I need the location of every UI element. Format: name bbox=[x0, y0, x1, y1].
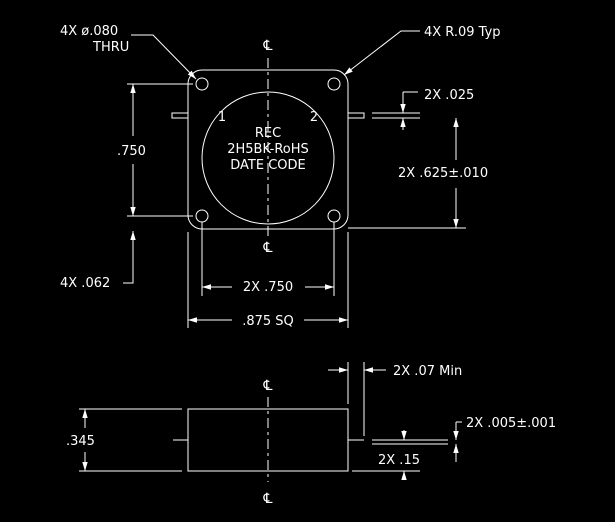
dim-hole-spacing: 2X .750 bbox=[201, 222, 335, 296]
dim-lead-offset: 2X .15 bbox=[352, 430, 420, 480]
pin-2-label: 2 bbox=[310, 110, 318, 125]
svg-text:4X .062: 4X .062 bbox=[60, 276, 110, 291]
svg-text:.875 SQ: .875 SQ bbox=[242, 314, 294, 329]
lead-right bbox=[347, 112, 365, 119]
lead-left bbox=[171, 112, 189, 119]
svg-text:2X .625±.010: 2X .625±.010 bbox=[398, 166, 488, 181]
svg-text:2X .750: 2X .750 bbox=[243, 280, 293, 295]
dim-square: .875 SQ bbox=[187, 232, 349, 329]
dim-pin-spacing: 2X .625±.010 bbox=[398, 118, 488, 228]
svg-text:2X .07 Min: 2X .07 Min bbox=[393, 364, 462, 379]
rec-label: REC bbox=[255, 126, 281, 141]
svg-text:2X .025: 2X .025 bbox=[424, 88, 474, 103]
callout-lead-thickness: 2X .005±.001 bbox=[453, 416, 556, 462]
mounting-hole-tl bbox=[195, 77, 209, 91]
dim-side-height: .345 bbox=[66, 408, 182, 472]
mounting-hole-br bbox=[327, 209, 341, 223]
date-code-label: DATE CODE bbox=[230, 158, 306, 173]
side-centerline-symbol-top: ℄ bbox=[263, 378, 273, 394]
mounting-hole-tr bbox=[327, 77, 341, 91]
callout-holes: 4X ø.080 THRU bbox=[60, 24, 197, 80]
side-view: ℄ ℄ 2X .07 Min .345 2X .005±.001 bbox=[66, 362, 556, 507]
dim-lead-length: 2X .07 Min bbox=[328, 362, 462, 436]
part-number-label: 2H5BK-RoHS bbox=[227, 142, 309, 157]
svg-text:4X ø.080: 4X ø.080 bbox=[60, 24, 118, 39]
svg-text:.345: .345 bbox=[66, 434, 95, 449]
mounting-hole-bl bbox=[195, 209, 209, 223]
svg-text:THRU: THRU bbox=[92, 40, 129, 55]
svg-text:2X .005±.001: 2X .005±.001 bbox=[466, 416, 556, 431]
callout-pin-width: 2X .025 bbox=[400, 88, 474, 130]
side-centerline-symbol-bottom: ℄ bbox=[263, 491, 273, 507]
centerline-symbol-bottom: ℄ bbox=[263, 240, 273, 256]
callout-corner: 4X .062 bbox=[60, 231, 136, 291]
svg-text:2X .15: 2X .15 bbox=[378, 453, 420, 468]
svg-text:.750: .750 bbox=[117, 144, 146, 159]
pin-1-label: 1 bbox=[218, 110, 226, 125]
top-view: ℄ ℄ 1 2 REC 2H5BK-RoHS DATE CODE 4X ø.08… bbox=[60, 24, 501, 329]
svg-text:4X R.09 Typ: 4X R.09 Typ bbox=[424, 25, 501, 40]
label-circle bbox=[201, 91, 335, 225]
callout-radius: 4X R.09 Typ bbox=[343, 25, 501, 76]
centerline-symbol-top: ℄ bbox=[263, 38, 273, 54]
dim-height-750: .750 bbox=[117, 83, 193, 217]
